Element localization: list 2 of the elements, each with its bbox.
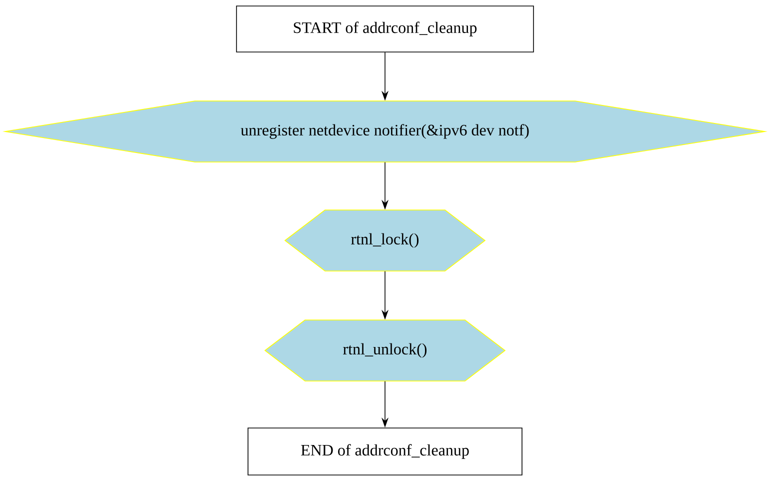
process-box: START of addrconf_cleanup bbox=[236, 6, 534, 52]
process-box: END of addrconf_cleanup bbox=[248, 428, 522, 476]
